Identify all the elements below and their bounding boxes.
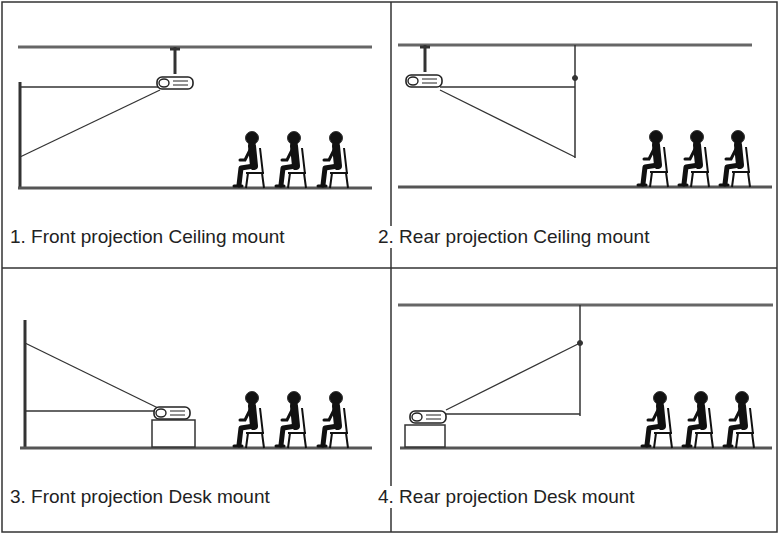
panel-caption: 4. Rear projection Desk mount (376, 486, 637, 508)
divider (2, 267, 777, 269)
panel-4 (398, 305, 773, 448)
panel-caption: 3. Front projection Desk mount (8, 486, 272, 508)
panel-caption: 1. Front projection Ceiling mount (8, 226, 287, 248)
panel-1 (18, 47, 372, 188)
panel-2 (398, 45, 772, 187)
panel-3 (20, 320, 372, 448)
panel-caption: 2. Rear projection Ceiling mount (376, 226, 651, 248)
divider (390, 2, 392, 532)
